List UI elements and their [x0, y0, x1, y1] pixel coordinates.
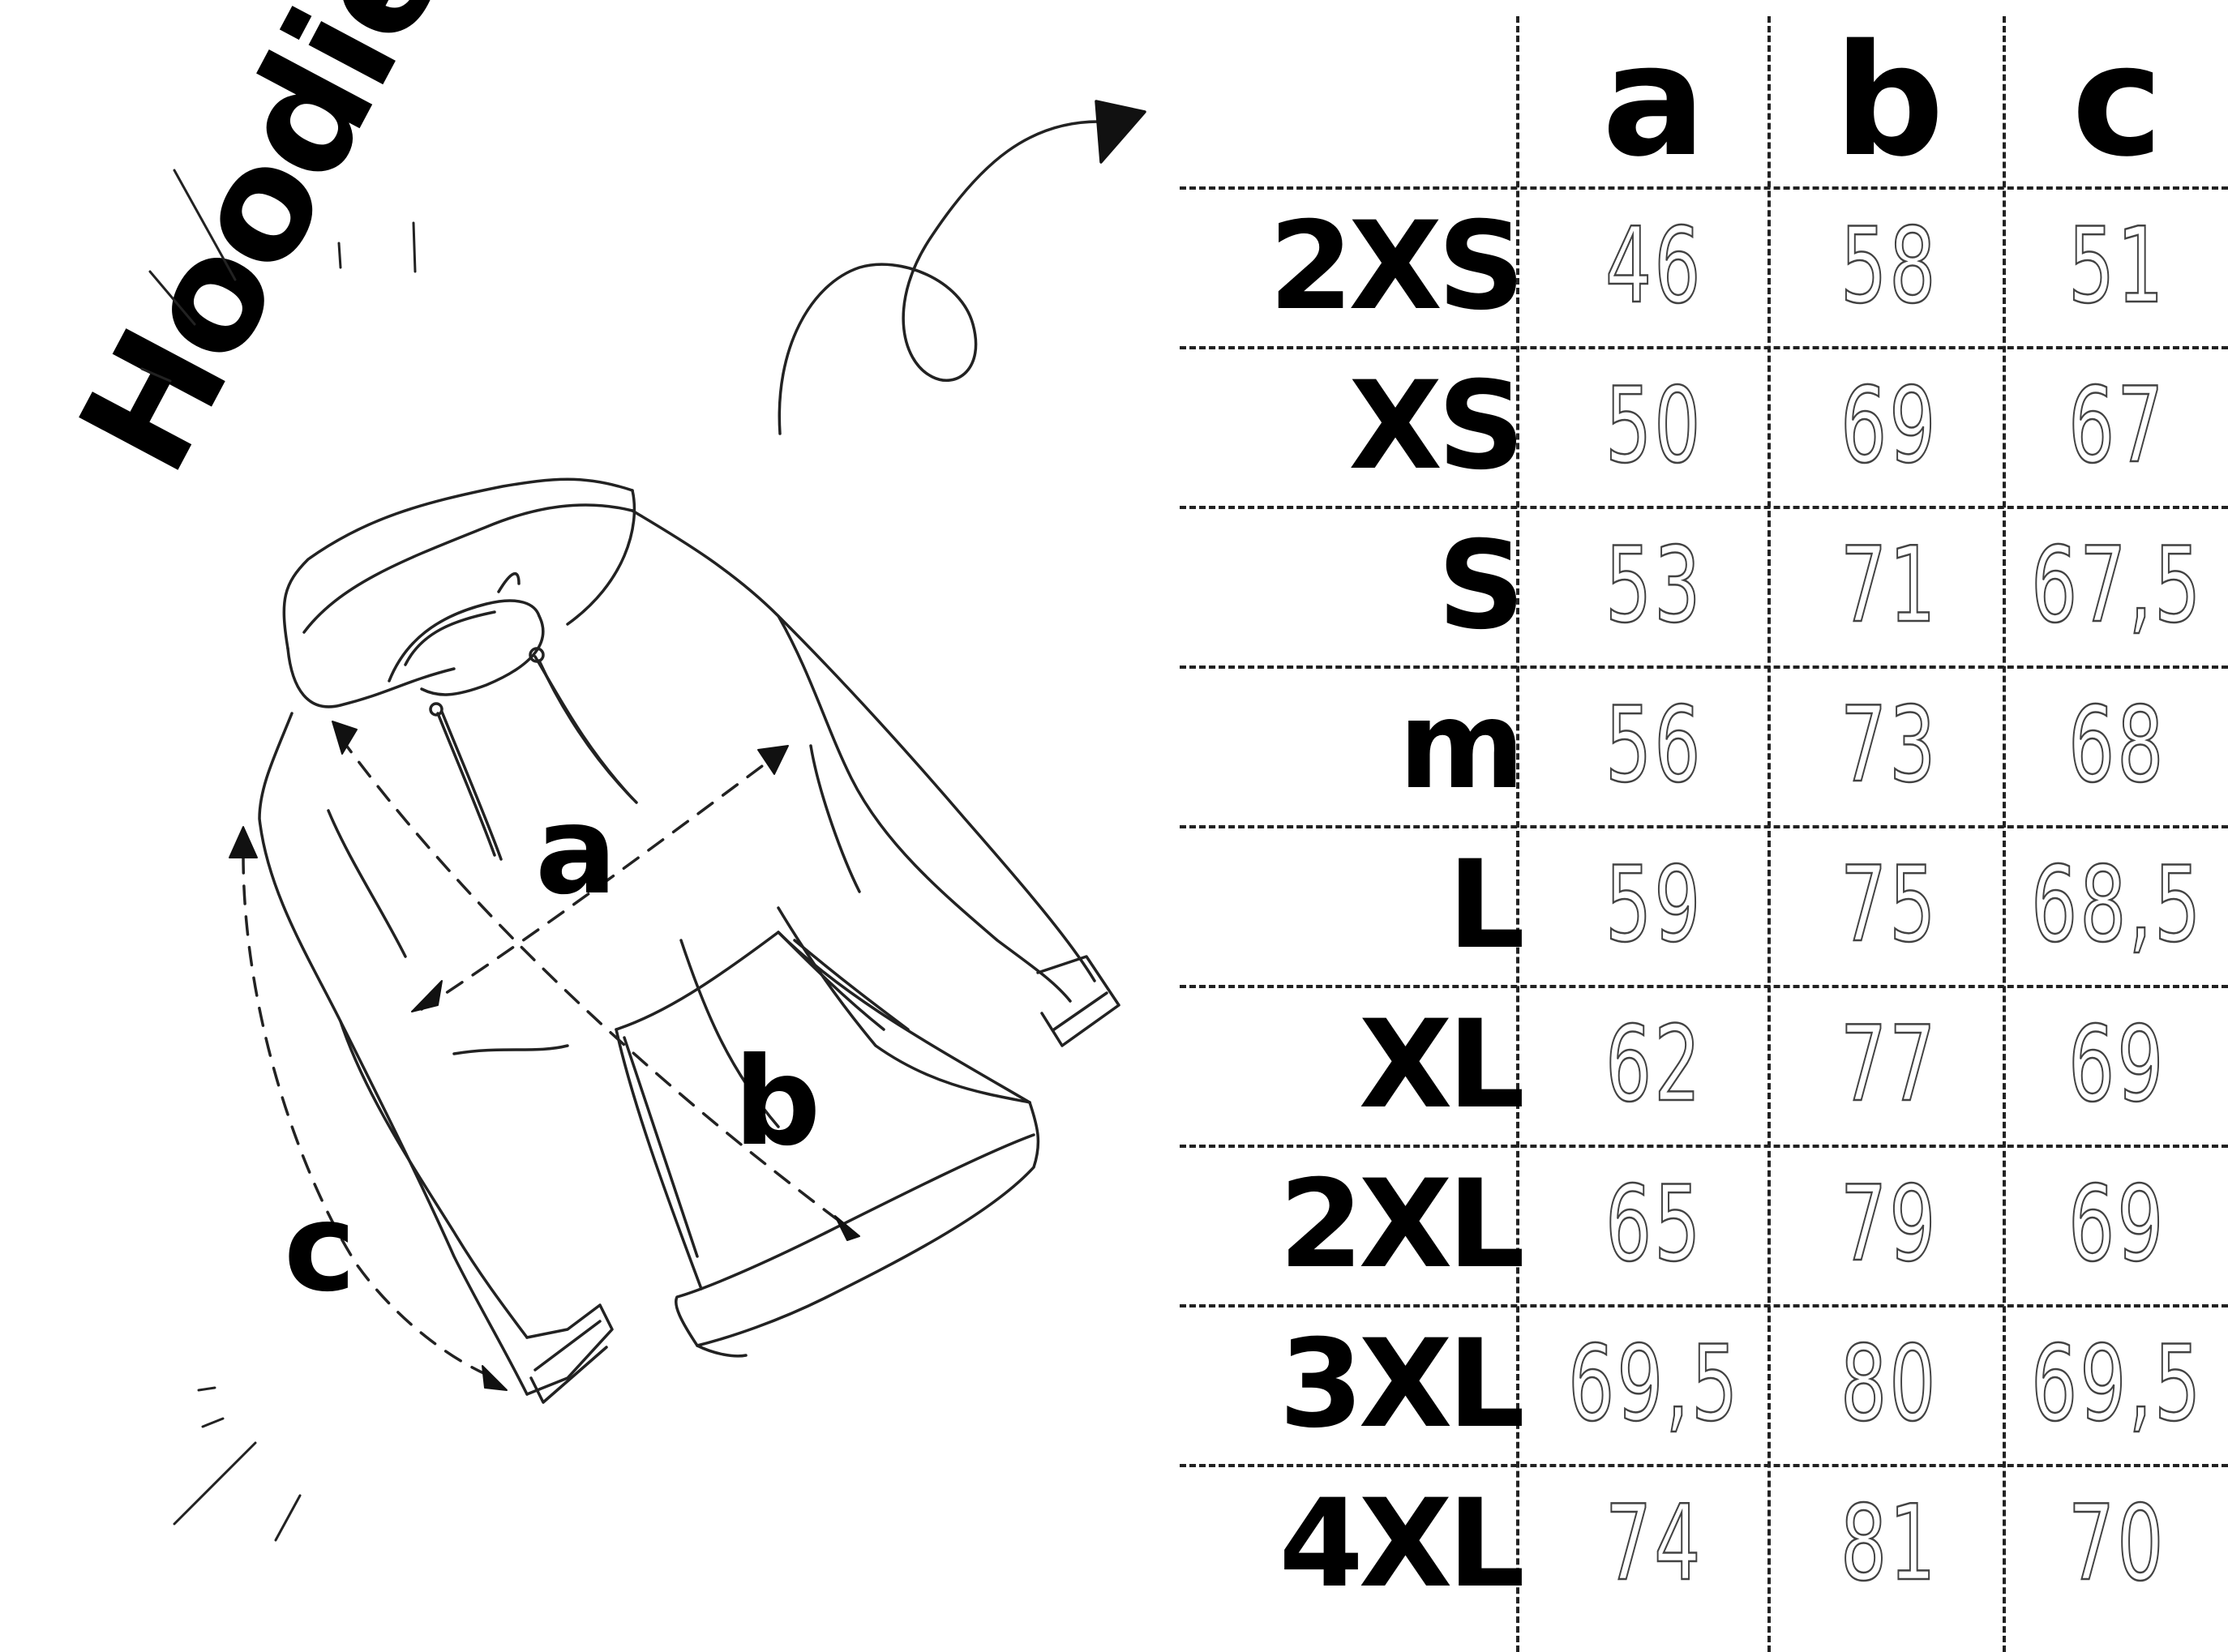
table-rule-h: [1180, 666, 2228, 669]
table-cell: 51: [2007, 186, 2228, 346]
table-rule-v: [1767, 16, 1771, 1652]
cell-value: 69: [2067, 1163, 2166, 1285]
table-cell: 81: [1772, 1464, 2007, 1624]
size-label-xl: XL: [1358, 994, 1525, 1136]
measure-arrowheads: [229, 721, 860, 1391]
size-label-3xl: 3XL: [1279, 1313, 1525, 1455]
burst-lines-top: [140, 169, 417, 383]
table-rule-h: [1180, 506, 2228, 509]
table-cell: 50: [1536, 346, 1772, 506]
table-cell: 58: [1772, 186, 2007, 346]
table-cell: 69,5: [1536, 1304, 1772, 1464]
table-cell: 71: [1772, 506, 2007, 666]
size-label-s: S: [1437, 515, 1525, 657]
cell-value: 65: [1605, 1163, 1703, 1285]
cell-value: 77: [1840, 1004, 1939, 1125]
curly-arrow-head: [1095, 100, 1146, 164]
size-label-4xl: 4XL: [1279, 1473, 1525, 1615]
cell-value: 70: [2067, 1483, 2166, 1604]
cell-value: 68: [2067, 684, 2166, 806]
table-cell: 73: [1772, 666, 2007, 825]
table-cell: 69: [2007, 985, 2228, 1145]
size-label-2xs: 2XS: [1268, 195, 1525, 337]
cell-value: 46: [1605, 205, 1703, 327]
table-cell: 62: [1536, 985, 1772, 1145]
table-cell: 69: [2007, 1145, 2228, 1304]
table-cell: 70: [2007, 1464, 2228, 1624]
cell-value: 69: [2067, 1004, 2166, 1125]
size-label-l: L: [1447, 834, 1525, 976]
table-cell: 77: [1772, 985, 2007, 1145]
table-rule-h: [1180, 1145, 2228, 1148]
cell-value: 58: [1840, 205, 1939, 327]
table-cell: 74: [1536, 1464, 1772, 1624]
cell-value: 80: [1840, 1323, 1939, 1444]
table-rule-h: [1180, 346, 2228, 349]
table-cell: 68: [2007, 666, 2228, 825]
cell-value: 79: [1840, 1163, 1939, 1285]
cell-value: 81: [1840, 1483, 1939, 1604]
table-cell: 67,5: [2007, 506, 2228, 666]
size-label-xs: XS: [1348, 355, 1525, 497]
cell-value: 67: [2067, 365, 2166, 486]
table-cell: 56: [1536, 666, 1772, 825]
measure-guides: [242, 736, 845, 1380]
column-header-a: a: [1601, 11, 1707, 190]
table-cell: 69: [1772, 346, 2007, 506]
cell-value: 51: [2067, 205, 2166, 327]
cell-value: 69,5: [1567, 1323, 1741, 1444]
table-cell: 68,5: [2007, 825, 2228, 985]
table-cell: 69,5: [2007, 1304, 2228, 1464]
size-label-m: m: [1398, 674, 1525, 816]
cell-value: 59: [1605, 844, 1703, 965]
curly-arrow: [778, 120, 1100, 435]
cell-value: 73: [1840, 684, 1939, 806]
table-rule-h: [1180, 985, 2228, 988]
cell-value: 50: [1605, 365, 1703, 486]
cell-value: 69,5: [2030, 1323, 2204, 1444]
cell-value: 74: [1605, 1483, 1703, 1604]
cell-value: 71: [1840, 524, 1939, 646]
column-header-b: b: [1833, 11, 1944, 190]
cell-value: 69: [1840, 365, 1939, 486]
table-cell: 75: [1772, 825, 2007, 985]
measure-label-b: b: [734, 1032, 821, 1173]
hoodie-sketch: [140, 100, 1146, 1542]
table-rule-v: [1516, 16, 1519, 1652]
table-cell: 59: [1536, 825, 1772, 985]
table-rule-h: [1180, 825, 2228, 828]
table-cell: 53: [1536, 506, 1772, 666]
measure-label-c: c: [284, 1178, 356, 1319]
burst-lines-bottom: [173, 1386, 302, 1542]
measure-label-a: a: [535, 781, 618, 922]
table-cell: 65: [1536, 1145, 1772, 1304]
cell-value: 67,5: [2030, 524, 2204, 646]
cell-value: 68,5: [2030, 844, 2204, 965]
table-cell: 67: [2007, 346, 2228, 506]
cell-value: 53: [1605, 524, 1703, 646]
table-rule-v: [2003, 16, 2006, 1652]
size-label-2xl: 2XL: [1279, 1153, 1525, 1295]
cell-value: 75: [1840, 844, 1939, 965]
table-cell: 79: [1772, 1145, 2007, 1304]
table-cell: 80: [1772, 1304, 2007, 1464]
cell-value: 62: [1605, 1004, 1703, 1125]
table-rule-h: [1180, 186, 2228, 190]
table-rule-h: [1180, 1464, 2228, 1467]
cell-value: 56: [1605, 684, 1703, 806]
table-cell: 46: [1536, 186, 1772, 346]
table-rule-h: [1180, 1304, 2228, 1307]
column-header-c: c: [2072, 11, 2163, 190]
